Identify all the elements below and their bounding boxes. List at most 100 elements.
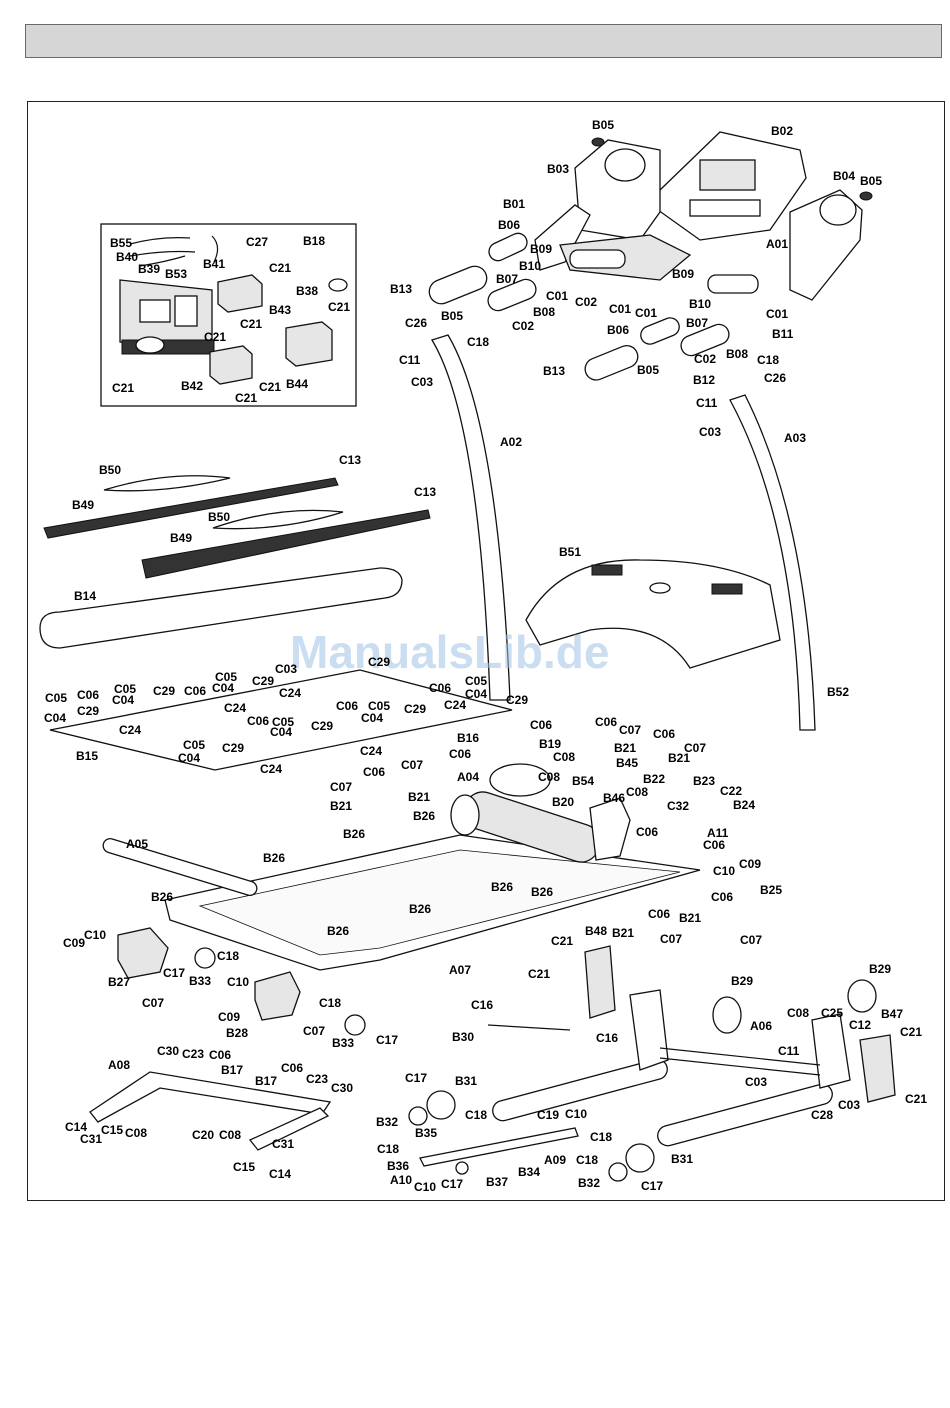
side-rails: [43, 475, 431, 579]
part-label: B35: [415, 1126, 437, 1140]
gas-spring: [487, 1024, 571, 1031]
part-label: C06: [648, 907, 670, 921]
part-label: B16: [457, 731, 479, 745]
part-label: B25: [760, 883, 782, 897]
part-label: C21: [269, 261, 291, 275]
part-label: C06: [449, 747, 471, 761]
part-label: C07: [330, 780, 352, 794]
part-label: A05: [126, 837, 148, 851]
part-label: B17: [221, 1063, 243, 1077]
console-assembly: [534, 131, 873, 301]
part-label: B50: [208, 510, 230, 524]
part-label: C21: [528, 967, 550, 981]
part-label: B21: [330, 799, 352, 813]
electronics-inset: [100, 223, 357, 407]
part-label: C05: [183, 738, 205, 752]
part-label: B44: [286, 377, 308, 391]
part-label: B06: [607, 323, 629, 337]
part-label: C31: [272, 1137, 294, 1151]
part-label: B36: [387, 1159, 409, 1173]
part-label: C25: [821, 1006, 843, 1020]
part-label: C11: [399, 353, 421, 367]
part-label: C07: [684, 741, 706, 755]
part-label: C16: [596, 1031, 618, 1045]
part-label: B05: [637, 363, 659, 377]
part-label: B13: [543, 364, 565, 378]
part-label: B33: [332, 1036, 354, 1050]
part-label: C03: [699, 425, 721, 439]
part-label: C04: [212, 681, 234, 695]
part-label: B39: [138, 262, 160, 276]
part-label: B53: [165, 267, 187, 281]
part-label: B07: [496, 272, 518, 286]
part-label: B17: [255, 1074, 277, 1088]
part-label: B40: [116, 250, 138, 264]
part-label: C10: [565, 1107, 587, 1121]
part-label: C18: [377, 1142, 399, 1156]
part-label: A02: [500, 435, 522, 449]
bushings-covers: [584, 945, 896, 1103]
part-label: C03: [838, 1098, 860, 1112]
part-label: C24: [260, 762, 282, 776]
header-bar: [25, 24, 942, 58]
part-label: C24: [119, 723, 141, 737]
part-label: C04: [44, 711, 66, 725]
part-label: A08: [108, 1058, 130, 1072]
part-label: C23: [306, 1072, 328, 1086]
part-label: B05: [860, 174, 882, 188]
part-label: B21: [668, 751, 690, 765]
part-label: C14: [269, 1167, 291, 1181]
part-label: C04: [178, 751, 200, 765]
part-label: C06: [703, 838, 725, 852]
part-label: B13: [390, 282, 412, 296]
part-label: C05: [114, 682, 136, 696]
part-label: B46: [603, 791, 625, 805]
part-label: B10: [689, 297, 711, 311]
part-label: C02: [694, 352, 716, 366]
part-label: C22: [720, 784, 742, 798]
part-label: C30: [157, 1044, 179, 1058]
part-label: C08: [538, 770, 560, 784]
part-label: B26: [151, 890, 173, 904]
part-label: C11: [696, 396, 718, 410]
part-label: B20: [552, 795, 574, 809]
part-label: B03: [547, 162, 569, 176]
part-label: C05: [465, 674, 487, 688]
part-label: C15: [233, 1160, 255, 1174]
part-label: C10: [414, 1180, 436, 1194]
part-label: C26: [764, 371, 786, 385]
part-label: B33: [189, 974, 211, 988]
part-label: C08: [125, 1126, 147, 1140]
part-label: B21: [679, 911, 701, 925]
part-label: C17: [441, 1177, 463, 1191]
part-label: A07: [449, 963, 471, 977]
part-label: C09: [739, 857, 761, 871]
part-label: B29: [869, 962, 891, 976]
part-label: C29: [153, 684, 175, 698]
part-label: A11: [707, 826, 729, 840]
part-label: B23: [693, 774, 715, 788]
part-label: C21: [328, 300, 350, 314]
part-label: B21: [612, 926, 634, 940]
part-label: C18: [217, 949, 239, 963]
part-label: C06: [530, 718, 552, 732]
part-label: B29: [731, 974, 753, 988]
part-label: B11: [772, 327, 794, 341]
part-label: C03: [411, 375, 433, 389]
part-label: B43: [269, 303, 291, 317]
part-label: C06: [247, 714, 269, 728]
part-label: A01: [766, 237, 788, 251]
part-label: C10: [227, 975, 249, 989]
part-label: C14: [65, 1120, 87, 1134]
part-label: C06: [636, 825, 658, 839]
part-label: B31: [671, 1152, 693, 1166]
part-label: C29: [506, 693, 528, 707]
part-label: B41: [203, 257, 225, 271]
motor-cover: [525, 559, 781, 669]
part-label: C05: [368, 699, 390, 713]
part-label: C03: [275, 662, 297, 676]
part-label: B38: [296, 284, 318, 298]
part-label: B50: [99, 463, 121, 477]
part-label: C26: [405, 316, 427, 330]
